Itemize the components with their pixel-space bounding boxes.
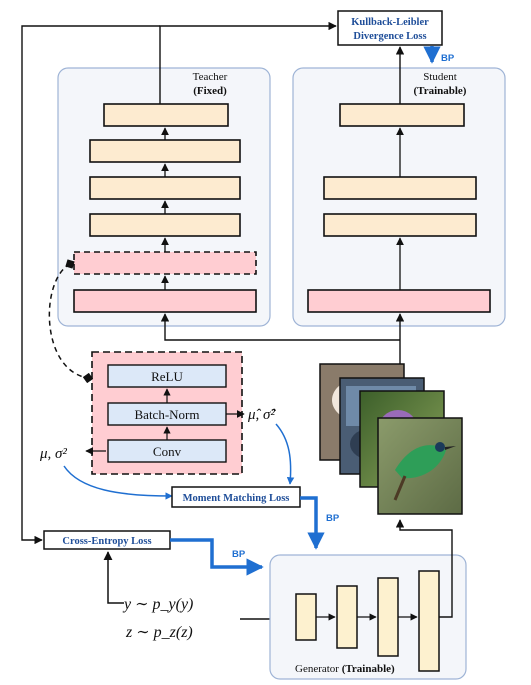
student-layer-3 [323,176,477,200]
teacher-layer-4 [89,176,241,200]
teacher-layer-3 [89,213,241,237]
kl-loss-box: Kullback-Leibler Divergence Loss [337,10,443,46]
teacher-panel: Teacher (Fixed) [57,67,271,327]
gen-layer-4 [418,570,440,672]
gen-layer-3 [377,577,399,657]
stats-out-label: μ̂, σ̂² [247,407,276,423]
bn-zoom-connector [48,259,94,384]
moment-bp-arrow [300,496,325,550]
student-panel: Student (Trainable) [292,67,506,327]
kl-bp-label: BP [441,53,455,64]
generator-title: Generator (Trainable) [295,663,395,675]
kl-loss-line2: Divergence Loss [353,31,426,42]
stats-in-label: μ, σ² [39,446,67,462]
teacher-layer-6 [103,103,229,127]
gen-layer-2 [336,585,358,649]
batch-norm-label: Batch-Norm [135,407,200,422]
generated-images [319,363,463,515]
ce-bp-label: BP [232,549,246,560]
conv-label: Conv [153,444,182,459]
cross-entropy-label: Cross-Entropy Loss [62,536,151,547]
moment-matching-box: Moment Matching Loss [171,486,301,508]
teacher-title: Teacher [193,71,228,83]
moment-loss-label: Moment Matching Loss [183,493,290,504]
teacher-layer-1 [73,289,257,313]
teacher-subtitle: (Fixed) [193,85,227,97]
gen-layer-1 [295,593,317,641]
generator-panel: Generator (Trainable) [269,554,467,680]
bn-block: ReLU Batch-Norm Conv [91,351,243,475]
relu-label: ReLU [151,369,183,384]
student-subtitle: (Trainable) [414,85,467,97]
y-sample-label: y ∼ p_y(y) [122,596,193,613]
student-layer-1 [307,289,491,313]
relu-module [107,364,227,388]
student-layer-4 [339,103,465,127]
ce-bp-arrow [170,538,264,576]
student-layer-2 [323,213,477,237]
teacher-bn-layer-dashed [73,251,257,275]
moment-bp-label: BP [326,513,340,524]
z-sample-label: z ∼ p_z(z) [125,624,193,641]
cross-entropy-box: Cross-Entropy Loss [43,530,171,550]
kl-loss-line1: Kullback-Leibler [351,17,429,28]
student-title: Student [423,71,457,83]
teacher-layer-5 [89,139,241,163]
